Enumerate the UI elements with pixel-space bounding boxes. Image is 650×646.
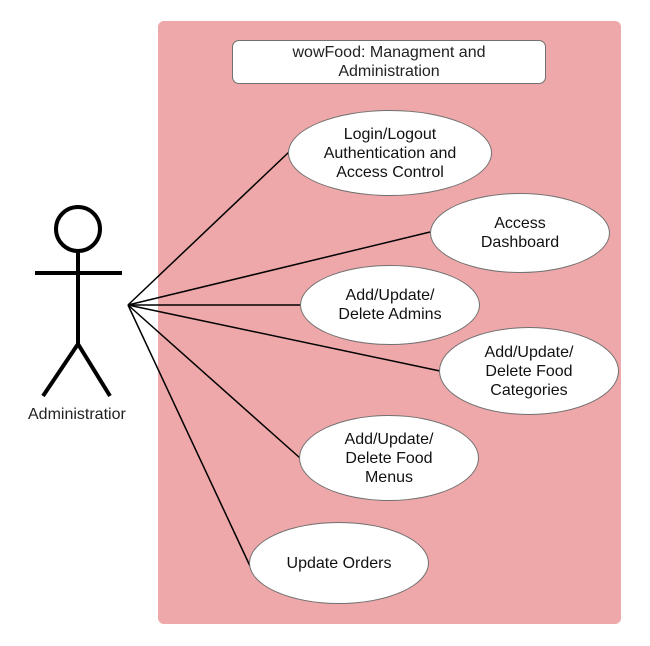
system-title: wowFood: Managment and Administration [232, 40, 546, 84]
usecase-label-line: Delete Food [485, 362, 573, 380]
usecase-login-logout[interactable]: Login/Logout Authentication and Access C… [288, 110, 492, 196]
actor-figure[interactable] [35, 205, 122, 398]
usecase-label-line: Menus [364, 468, 413, 486]
usecase-label-line: Access Control [336, 163, 444, 181]
actor-right-leg [76, 342, 112, 398]
actor-head [54, 205, 102, 253]
usecase-label-line: Login/Logout [343, 125, 437, 143]
usecase-label-line: Add/Update/ [484, 343, 574, 361]
usecase-label-line: Add/Update/ [345, 287, 435, 304]
usecase-update-orders[interactable]: Update Orders [249, 522, 429, 604]
usecase-label-line: Delete Admins [338, 306, 442, 323]
usecase-manage-food-categories[interactable]: Add/Update/ Delete Food Categories [439, 327, 619, 415]
usecase-manage-food-menus[interactable]: Add/Update/ Delete Food Menus [299, 415, 479, 501]
usecase-label-line: Add/Update/ [344, 430, 434, 448]
usecase-label-line: Delete Food [345, 449, 433, 467]
usecase-label-line: Categories [490, 381, 568, 399]
usecase-label-line: Update Orders [286, 554, 392, 572]
usecase-label-line: Dashboard [480, 234, 560, 251]
usecase-manage-admins[interactable]: Add/Update/ Delete Admins [300, 265, 480, 345]
actor-label: Administratior [28, 406, 126, 423]
usecase-access-dashboard[interactable]: Access Dashboard [430, 193, 610, 273]
usecase-label-line: Access [494, 215, 546, 232]
usecase-label-line: Authentication and [323, 144, 457, 162]
actor-left-leg [41, 342, 80, 398]
